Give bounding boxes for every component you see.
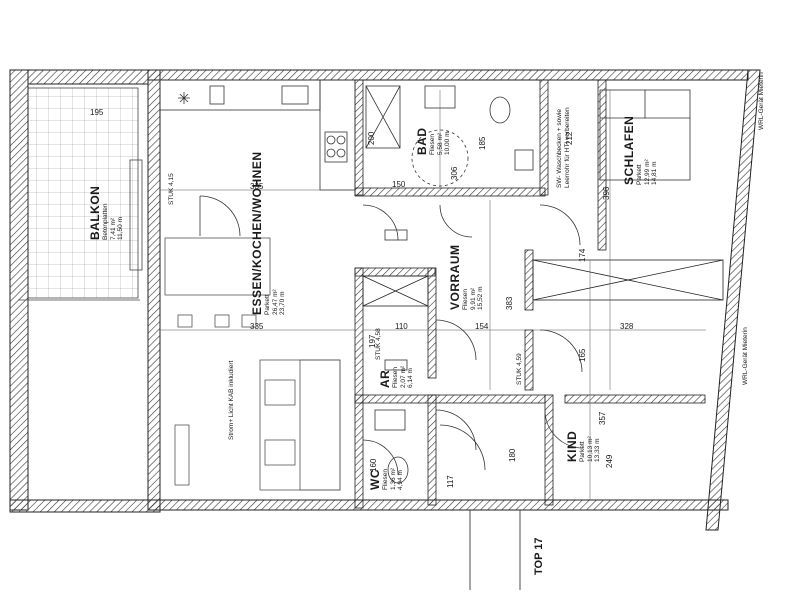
dimension-label: 200 (367, 131, 376, 145)
dimension-label: 197 (368, 334, 377, 348)
dimension-label: 160 (369, 458, 378, 472)
dimension-label: 396 (602, 186, 611, 200)
wrl-note-1: WRL-Gerät Mieterin (758, 72, 765, 130)
dimension-label: 383 (505, 296, 514, 310)
dimension-label: 335 (250, 322, 264, 331)
room-label-essen: ESSEN/KOCHEN/WOHNEN Parkett 26,47 m² 23,… (250, 151, 286, 315)
dimension-label: 110 (395, 322, 408, 331)
dimension-label: 195 (90, 108, 104, 117)
stuk-note-1: STUK 4,15 (168, 173, 175, 205)
dimension-label: 180 (508, 448, 517, 462)
dimension-label: 185 (478, 136, 487, 150)
shafts (362, 259, 724, 307)
room-label-vorraum: VORRAUM Fliesen 9,91 m² 15,52 m (448, 244, 484, 311)
bed (599, 89, 691, 181)
room-label-bad: BAD Fliesen 5,58 m² 10,00 m (415, 127, 451, 156)
room-label-schlafen: SCHLAFEN Parkett 12,99 m² 14,81 m (622, 115, 658, 185)
top-label: TOP 17 (533, 537, 545, 575)
dimension-label: 117 (446, 475, 455, 488)
dimension-label: 306 (450, 166, 459, 180)
dimension-label: 335 (250, 182, 264, 191)
dimension-label: 249 (605, 454, 614, 468)
dimension-lines (160, 90, 706, 500)
room-label-ar: AR Fliesen 2,07 m² 6,14 m (378, 365, 414, 388)
interior-walls (354, 79, 706, 509)
door-swings (199, 195, 584, 476)
kitchen-counter (159, 79, 356, 191)
wrl-note-2: WRL-Gerät Mieterin (742, 327, 749, 385)
furniture (164, 237, 341, 491)
dimension-label: 212 (565, 131, 574, 145)
balcony-area (9, 69, 149, 511)
dimension-label: 328 (620, 322, 634, 331)
outer-walls (9, 69, 761, 531)
dimension-label: 154 (475, 322, 489, 331)
room-label-balkon: BALKON Betonplatten 7,41 m² 11,50 m (88, 185, 124, 240)
stuk-note-3: STUK 4,59 (516, 353, 523, 385)
entrance-marker (469, 510, 521, 590)
strom-note: Strom+ Licht KAB inkludiert (228, 360, 235, 440)
dimension-label: 357 (598, 411, 607, 425)
dimension-label: 165 (578, 348, 587, 362)
dimension-label: 174 (578, 248, 587, 262)
decorative-marks (178, 92, 408, 371)
dimension-label: 150 (392, 180, 406, 189)
room-label-kind: KIND Parkett 10,13 m² 13,33 m (565, 430, 601, 462)
